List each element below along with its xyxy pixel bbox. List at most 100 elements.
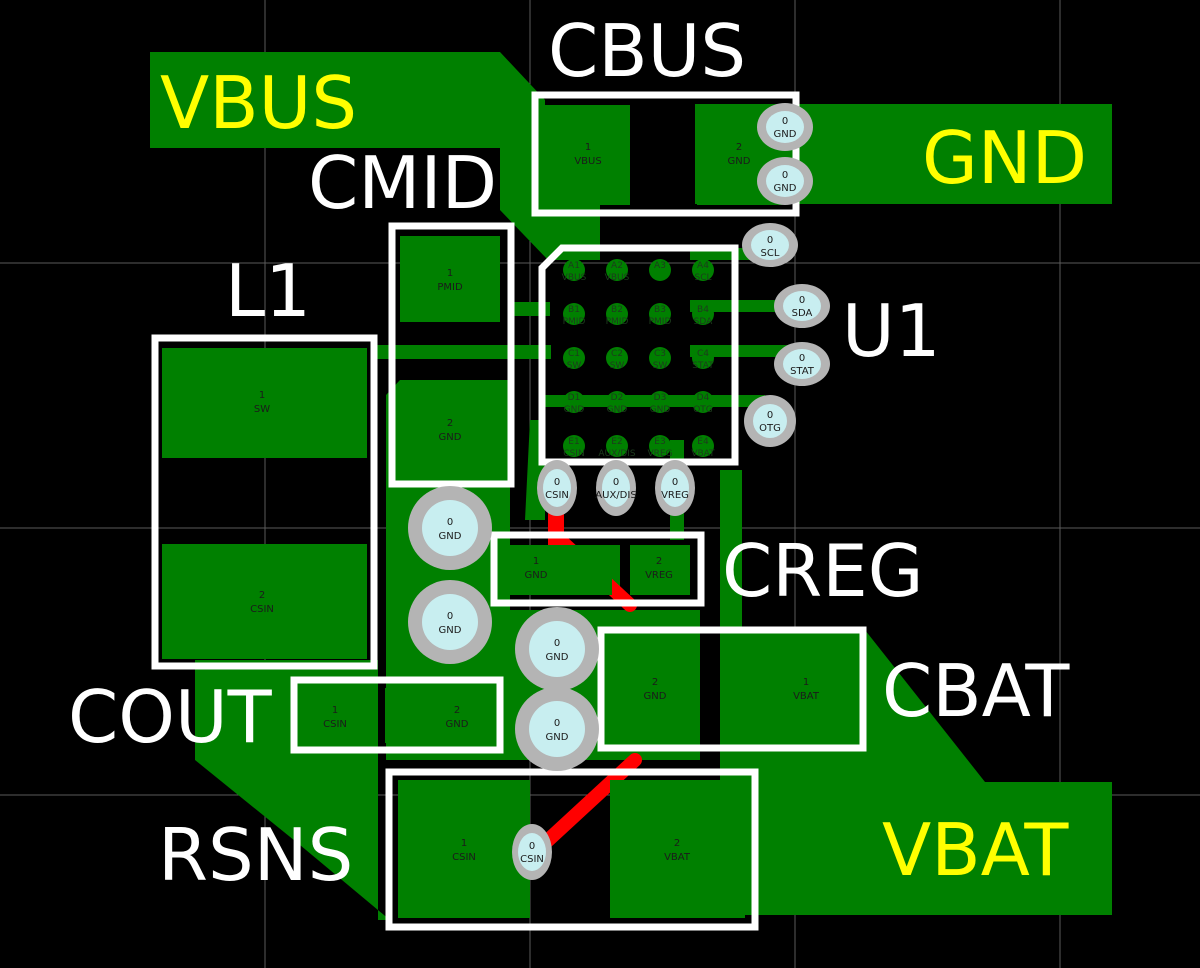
pad-l1-1[interactable] [162, 348, 367, 458]
bga-ball-net: VBUS [562, 273, 587, 283]
bga-ball-id: D4 [697, 393, 710, 403]
ref-cbus: CBUS [548, 9, 746, 93]
bga-ball-pad [692, 259, 714, 281]
bga-ball-id: A1 [568, 261, 580, 271]
pad-cmid-1[interactable] [400, 236, 500, 322]
bga-ball-net: VREG [647, 449, 672, 459]
bga-ball-id: C4 [697, 349, 709, 359]
pad-cmid-2-net: GND [439, 432, 462, 443]
pad-l1-1-net: SW [254, 404, 270, 415]
svg-text:GND: GND [774, 129, 797, 140]
pad-creg-2[interactable] [630, 545, 690, 595]
pad-l1-2[interactable] [162, 544, 367, 659]
svg-text:CSIN: CSIN [520, 854, 544, 865]
outline-cbus [531, 91, 800, 217]
ref-cbat: CBAT [882, 649, 1070, 733]
pad-rsns-2[interactable] [610, 780, 745, 918]
ref-rsns: RSNS [158, 813, 353, 897]
bga-ball-id: C2 [611, 349, 623, 359]
bga-ball-id: E1 [568, 437, 579, 447]
bga-ball-net: SCL [694, 273, 711, 283]
pad-cout-2[interactable] [385, 688, 493, 743]
pad-labels: 1 VBUS 2 GND 1 PMID 2 GND 1 SW 2 CSIN 1 … [250, 142, 820, 863]
ref-cout: COUT [68, 675, 273, 759]
bga-ball-A3[interactable]: A3 [649, 259, 671, 281]
outline-cmid [388, 222, 515, 488]
pad-cbat-2-net: GND [644, 691, 667, 702]
vbus-pour [150, 52, 600, 260]
bga-ball-pad [692, 391, 714, 413]
svg-text:0: 0 [554, 638, 560, 649]
pad-cout-2-net: GND [446, 719, 469, 730]
bga-ball-net: PMID [563, 317, 586, 327]
pad-cmid-1-net: PMID [437, 282, 463, 293]
bga-ball-id: A4 [697, 261, 709, 271]
pad-cbus-1[interactable] [545, 105, 630, 205]
bga-ball-id: A3 [654, 261, 666, 271]
svg-text:0: 0 [767, 410, 773, 421]
pad-creg-2-net: VREG [645, 570, 673, 581]
outline-creg [490, 531, 705, 607]
trace-sw [376, 345, 551, 359]
bga-ball-net: OTG [693, 405, 713, 415]
pad-cmid-1-num: 1 [447, 268, 453, 279]
bga-ball-pad [563, 259, 585, 281]
pad-cout-1[interactable] [300, 688, 370, 743]
pad-cbat-1[interactable] [765, 638, 857, 743]
bga-ball-net: GND [650, 405, 671, 415]
pad-cbat-2[interactable] [610, 638, 700, 743]
pad-cmid-2[interactable] [400, 388, 500, 478]
pad-creg-1[interactable] [500, 545, 612, 595]
bga-ball-id: B4 [697, 305, 709, 315]
trace-stat [690, 345, 790, 357]
pad-rsns-1[interactable] [398, 780, 530, 918]
bga-ball-net: SW [610, 361, 625, 371]
svg-text:0: 0 [447, 517, 453, 528]
bga-ball-id: D1 [568, 393, 581, 403]
bga-ball-id: D2 [611, 393, 624, 403]
svg-text:OTG: OTG [759, 423, 781, 434]
outline-l1 [151, 334, 378, 670]
bga-ball-id: B3 [654, 305, 666, 315]
svg-text:0: 0 [529, 841, 535, 852]
net-label-vbus: VBUS [160, 61, 357, 145]
bga-ball-net: VBAT [691, 449, 715, 459]
svg-text:GND: GND [774, 183, 797, 194]
bga-ball-pad [692, 347, 714, 369]
bga-ball-net: VBUS [605, 273, 630, 283]
pad-cout-2-num: 2 [454, 705, 460, 716]
